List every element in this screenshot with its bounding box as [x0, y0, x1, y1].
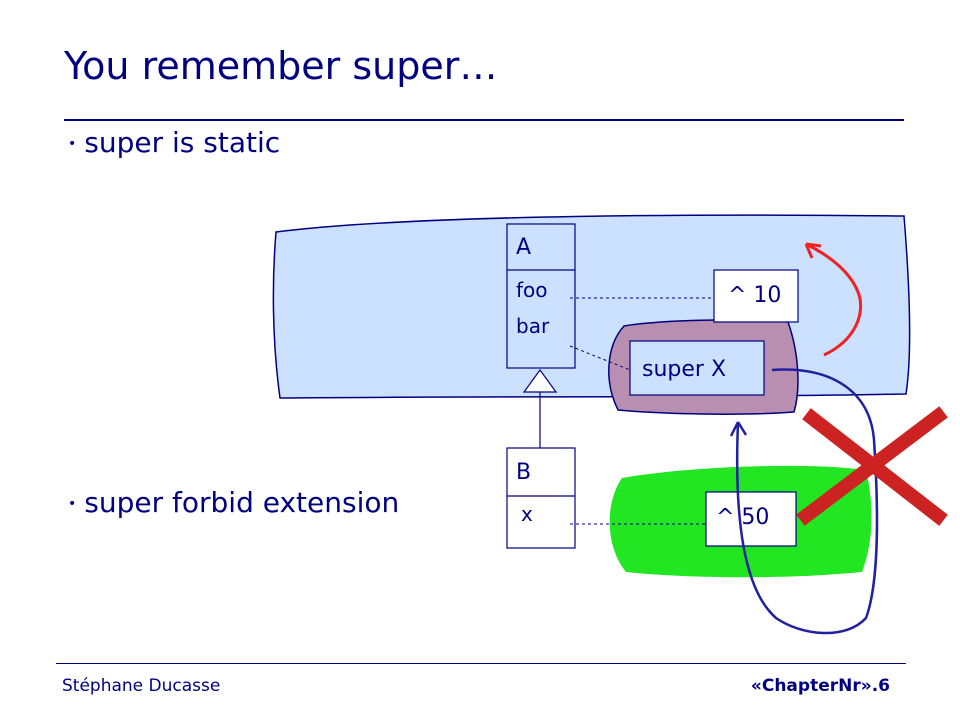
- class-a-box: [506, 223, 576, 369]
- red-arrowhead-icon: [804, 242, 822, 259]
- super-x-text: super X: [642, 357, 726, 382]
- super-x-box: [629, 340, 765, 396]
- method-x: x: [521, 502, 533, 526]
- bullet-text: super forbid extension: [84, 486, 400, 519]
- class-b-name: B: [516, 460, 531, 485]
- return-50-text: ^ 50: [716, 505, 769, 530]
- blocked-lookup-arrow: [735, 368, 879, 635]
- return-50-box: [705, 491, 797, 547]
- return-10-box: [713, 269, 799, 323]
- footer-rule: [56, 663, 906, 664]
- bar-connector: [569, 345, 631, 371]
- slide-title: You remember super…: [64, 44, 498, 88]
- bullet-dot-icon: •: [68, 496, 77, 512]
- class-a-scope-region: [272, 214, 911, 399]
- bullet-super-forbid: • super forbid extension: [68, 486, 399, 519]
- bullet-text: super is static: [84, 126, 281, 159]
- method-foo: foo: [516, 278, 548, 302]
- forbidden-cross-icon: [796, 406, 948, 526]
- return-10-text: ^ 10: [728, 283, 781, 308]
- method-bar: bar: [516, 314, 550, 338]
- bullet-dot-icon: •: [68, 136, 77, 152]
- footer-page-number: «ChapterNr».6: [750, 676, 890, 696]
- bullet-super-static: • super is static: [68, 126, 280, 159]
- class-b-box: [506, 447, 576, 549]
- footer-author: Stéphane Ducasse: [62, 676, 221, 696]
- class-a-name: A: [516, 235, 531, 260]
- title-underline: [64, 119, 904, 121]
- super-lookup-arrow: [805, 242, 863, 357]
- blue-arrowhead-icon: [729, 421, 748, 437]
